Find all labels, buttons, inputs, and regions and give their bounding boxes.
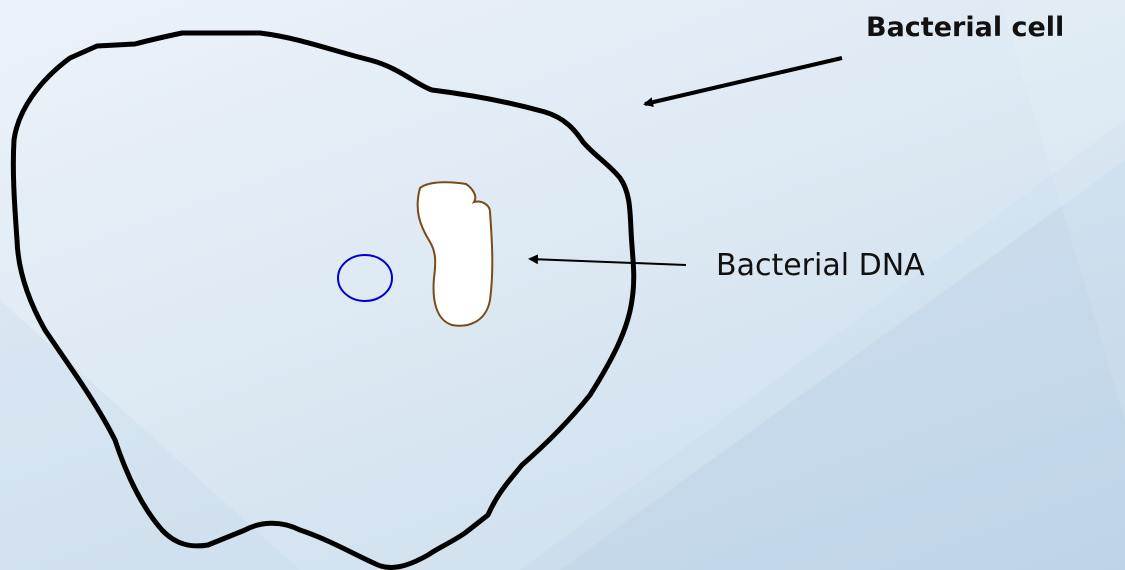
bacterial-dna-shape xyxy=(418,182,493,326)
plasmid-circle xyxy=(338,255,392,301)
bacterial-cell-label: Bacterial cell xyxy=(866,12,1064,43)
bacterial-dna-arrow xyxy=(530,259,686,265)
bacterial-cell-arrow xyxy=(645,58,842,104)
bacterial-dna-label: Bacterial DNA xyxy=(716,248,925,283)
cell-membrane-outline xyxy=(13,33,633,568)
